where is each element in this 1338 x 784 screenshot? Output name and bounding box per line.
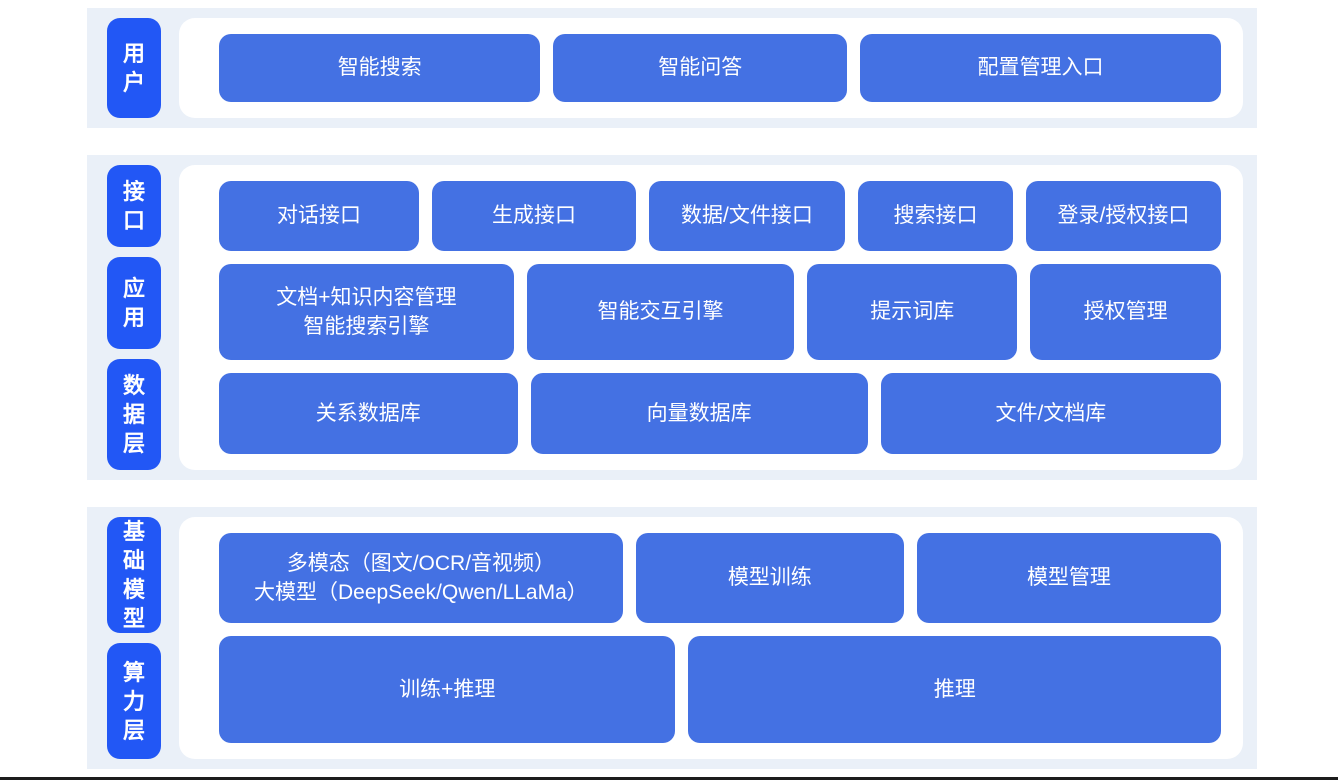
layer-tab-interface-label: 接口 [122, 178, 145, 233]
box-smart-qa: 智能问答 [553, 34, 848, 102]
box-dialog-api: 对话接口 [219, 181, 419, 251]
box-doc-knowledge-search-engine: 文档+知识内容管理 智能搜索引擎 [219, 263, 514, 361]
box-config-management-entry-label: 配置管理入口 [977, 56, 1104, 80]
box-generation-api: 生成接口 [432, 181, 636, 251]
layer-tab-application-label: 应用 [122, 275, 145, 330]
box-doc-knowledge-search-engine-line2: 智能搜索引擎 [303, 315, 430, 339]
layer-tab-interface: 接口 [107, 165, 161, 247]
box-prompt-library: 提示词库 [807, 263, 1018, 361]
bottom-rule [0, 777, 1338, 780]
box-dialog-api-label: 对话接口 [277, 204, 361, 228]
layer-tab-user: 用户 [107, 18, 161, 118]
layer-tab-column: 用户 [107, 18, 161, 118]
box-config-management-entry: 配置管理入口 [860, 34, 1221, 102]
box-smart-search: 智能搜索 [219, 34, 541, 102]
box-data-file-api-label: 数据/文件接口 [681, 204, 813, 228]
box-vector-db: 向量数据库 [530, 373, 868, 454]
box-auth-management-label: 授权管理 [1083, 300, 1168, 324]
compute-layer-row: 训练+推理 推理 [219, 635, 1221, 743]
layer-tab-data-label: 数据层 [122, 372, 145, 456]
layer-tab-compute-label: 算力层 [122, 659, 145, 743]
application-layer-row: 文档+知识内容管理 智能搜索引擎 智能交互引擎 提示词库 授权管理 [219, 263, 1221, 361]
layer-tab-application: 应用 [107, 256, 161, 349]
box-model-management: 模型管理 [916, 533, 1221, 623]
box-inference: 推理 [688, 635, 1221, 743]
data-layer-row: 关系数据库 向量数据库 文件/文档库 [219, 373, 1221, 454]
base-layers-card: 多模态（图文/OCR/音视频） 大模型（DeepSeek/Qwen/LLaMa）… [179, 517, 1243, 759]
box-model-training-label: 模型训练 [727, 566, 812, 590]
box-model-training: 模型训练 [635, 533, 904, 623]
box-data-file-api: 数据/文件接口 [648, 181, 845, 251]
box-training-inference-label: 训练+推理 [399, 677, 496, 701]
box-generation-api-label: 生成接口 [491, 204, 576, 228]
box-file-doc-store-label: 文件/文档库 [995, 402, 1107, 426]
box-prompt-library-label: 提示词库 [870, 300, 955, 324]
box-multimodal-llm-line2: 大模型（DeepSeek/Qwen/LLaMa） [253, 580, 588, 604]
section-foundation-model-compute: 基础模型 算力层 多模态（图文/OCR/音视频） 大模型（DeepSeek/Qw… [87, 507, 1257, 769]
box-smart-interaction-engine: 智能交互引擎 [526, 263, 795, 361]
layer-tab-foundation-model: 基础模型 [107, 517, 161, 634]
layer-tab-column: 接口 应用 数据层 [107, 165, 161, 470]
box-multimodal-llm-line1: 多模态（图文/OCR/音视频） [286, 551, 556, 575]
box-file-doc-store: 文件/文档库 [880, 373, 1221, 454]
box-inference-label: 推理 [933, 677, 976, 701]
box-relational-db: 关系数据库 [219, 373, 518, 454]
section-interface-application-data: 接口 应用 数据层 对话接口 生成接口 数据/文件接口 搜 [87, 155, 1257, 480]
layer-tab-column: 基础模型 算力层 [107, 517, 161, 759]
box-smart-interaction-engine-label: 智能交互引擎 [597, 300, 724, 324]
box-doc-knowledge-search-engine-line1: 文档+知识内容管理 [276, 285, 457, 309]
box-auth-management: 授权管理 [1030, 263, 1221, 361]
box-search-api-label: 搜索接口 [893, 204, 978, 228]
section-user-layer: 用户 智能搜索 智能问答 配置管理入口 [87, 8, 1257, 128]
user-layer-row: 智能搜索 智能问答 配置管理入口 [219, 34, 1221, 102]
layer-tab-foundation-model-label: 基础模型 [122, 519, 145, 632]
box-multimodal-llm: 多模态（图文/OCR/音视频） 大模型（DeepSeek/Qwen/LLaMa） [219, 533, 623, 623]
box-login-auth-api: 登录/授权接口 [1025, 181, 1221, 251]
user-layer-card: 智能搜索 智能问答 配置管理入口 [179, 18, 1243, 118]
box-search-api: 搜索接口 [858, 181, 1013, 251]
layer-tab-compute: 算力层 [107, 643, 161, 759]
box-training-inference: 训练+推理 [219, 635, 676, 743]
layer-tab-user-label: 用户 [122, 40, 145, 95]
box-smart-qa-label: 智能问答 [658, 56, 743, 80]
layer-tab-data: 数据层 [107, 358, 161, 470]
foundation-model-row: 多模态（图文/OCR/音视频） 大模型（DeepSeek/Qwen/LLaMa）… [219, 533, 1221, 623]
box-vector-db-label: 向量数据库 [646, 402, 752, 426]
box-smart-search-label: 智能搜索 [337, 56, 422, 80]
interface-layer-row: 对话接口 生成接口 数据/文件接口 搜索接口 登录/授权接口 [219, 181, 1221, 251]
box-relational-db-label: 关系数据库 [315, 402, 421, 426]
mid-layers-card: 对话接口 生成接口 数据/文件接口 搜索接口 登录/授权接口 文档+知识内容管理 [179, 165, 1243, 470]
box-login-auth-api-label: 登录/授权接口 [1057, 204, 1190, 228]
box-model-management-label: 模型管理 [1026, 566, 1111, 590]
